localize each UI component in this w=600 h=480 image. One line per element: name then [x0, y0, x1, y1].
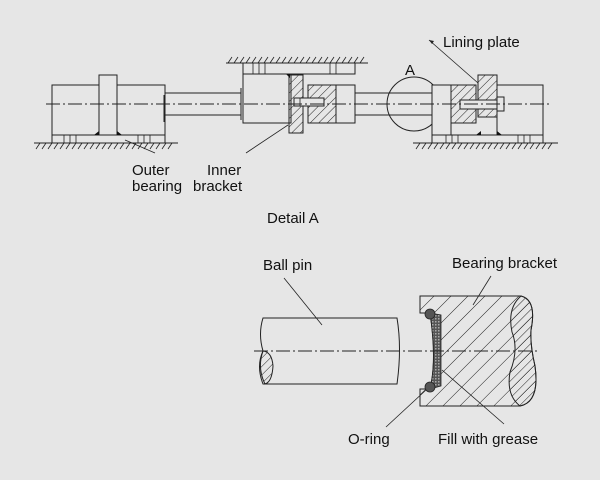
assembly-view: A Outer bearing Inner bracket: [34, 34, 558, 195]
top-ceiling-hatch: [226, 56, 368, 64]
detail-a-marker: A: [405, 62, 415, 79]
outer-bearing-leader: [124, 139, 156, 154]
right-bearing: [431, 74, 544, 144]
inner-bracket-label-1: Inner: [207, 162, 241, 179]
bearing-bracket-leader: [472, 275, 492, 306]
inner-bracket-leader: [245, 124, 289, 154]
bearing-bracket-label: Bearing bracket: [452, 255, 558, 272]
grease-label: Fill with grease: [438, 431, 538, 448]
ball-pin-leader: [283, 277, 323, 326]
outer-bearing-left: [51, 74, 166, 144]
inner-bracket: [242, 62, 356, 134]
outer-bearing-label-2: bearing: [132, 178, 182, 195]
detail-view: Ball pin Bearing bracket O-ring Fill wit…: [254, 255, 558, 448]
left-ground-hatch: [34, 142, 178, 150]
grease-leader: [441, 369, 505, 425]
o-ring-label: O-ring: [348, 431, 390, 448]
middle-shaft: [355, 92, 432, 116]
detail-title: Detail A: [267, 210, 319, 227]
lining-plate-leader: [428, 39, 479, 84]
o-ring-top: [424, 308, 436, 320]
inner-bracket-label-2: bracket: [193, 178, 243, 195]
right-ground-hatch: [413, 142, 558, 150]
o-ring-leader: [385, 389, 427, 428]
outer-bearing-label-1: Outer: [132, 162, 170, 179]
lining-plate-label: Lining plate: [443, 34, 520, 51]
ball-pin-label: Ball pin: [263, 257, 312, 274]
o-ring-bottom: [424, 381, 436, 393]
